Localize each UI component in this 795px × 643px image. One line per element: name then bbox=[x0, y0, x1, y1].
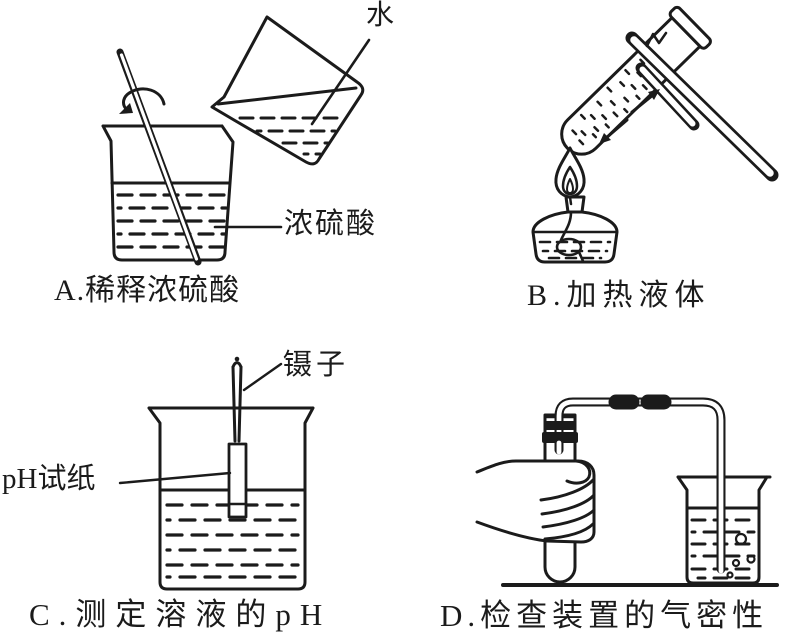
liquid-dashes bbox=[116, 193, 228, 249]
tweezers bbox=[231, 356, 243, 443]
acid-label: 浓硫酸 bbox=[284, 208, 378, 240]
alcohol-lamp bbox=[531, 195, 619, 264]
bubbles bbox=[726, 532, 756, 579]
pouring-beaker bbox=[210, 15, 365, 166]
caption-d: D.检查装置的气密性 bbox=[440, 598, 769, 633]
holder-clip bbox=[645, 31, 668, 48]
tweezers-leader-line bbox=[242, 362, 283, 392]
fingers bbox=[539, 478, 596, 541]
panel-c-drawing bbox=[118, 356, 315, 591]
tube-rim bbox=[668, 5, 712, 50]
panel-d-drawing bbox=[475, 394, 779, 587]
hand bbox=[475, 459, 596, 544]
stopper bbox=[542, 421, 578, 443]
glass-rod bbox=[116, 48, 202, 266]
caption-a: A.稀释浓硫酸 bbox=[54, 274, 241, 307]
lamp-collar bbox=[564, 195, 586, 214]
water-leader-line bbox=[310, 38, 371, 126]
lamp-liquid-dashes bbox=[538, 240, 612, 260]
caption-c: C.测定溶液的pH bbox=[29, 597, 332, 632]
water-dashes bbox=[238, 116, 342, 156]
tweezers-label: 镊子 bbox=[283, 349, 350, 381]
shake-arrows-icon bbox=[599, 89, 660, 144]
ph-paper-leader-line bbox=[118, 471, 232, 485]
ph-strip bbox=[227, 442, 248, 519]
panel-a-drawing bbox=[101, 15, 371, 266]
water-label: 水 bbox=[366, 0, 395, 31]
test-tube-holder bbox=[625, 31, 779, 182]
beaker-a bbox=[101, 124, 235, 262]
panel-b-drawing bbox=[531, 5, 779, 264]
tweezers-pivot bbox=[234, 356, 240, 362]
caption-b: B.加热液体 bbox=[527, 279, 711, 312]
lamp-wick bbox=[555, 210, 585, 263]
ph-paper-label: pH试纸 bbox=[2, 463, 96, 495]
thumb bbox=[565, 459, 592, 485]
stir-arrow-icon bbox=[119, 87, 166, 114]
water-surface bbox=[216, 86, 358, 106]
